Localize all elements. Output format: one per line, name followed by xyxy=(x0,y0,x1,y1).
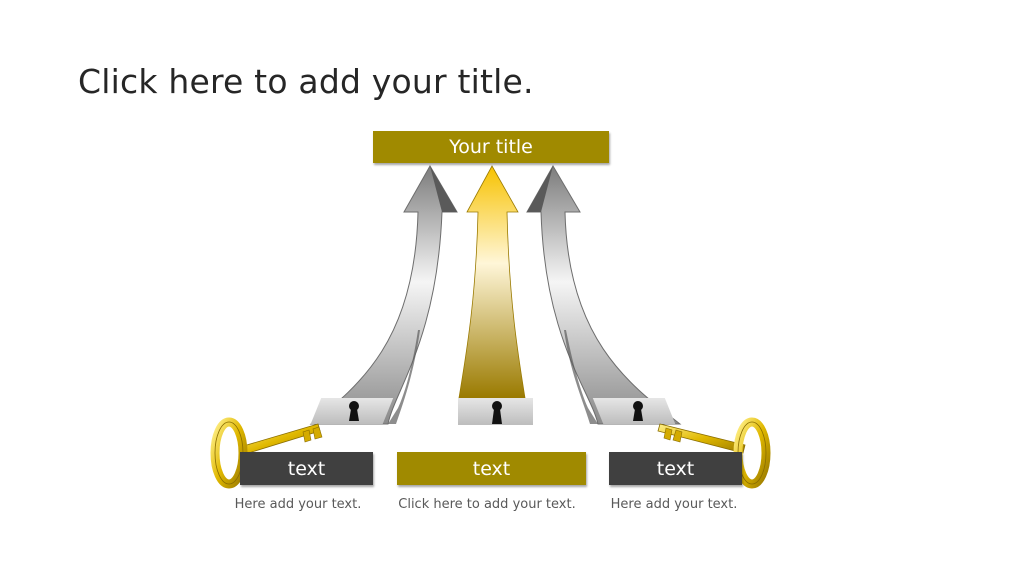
caption-right[interactable]: Here add your text. xyxy=(610,497,738,512)
label-text: text xyxy=(472,457,511,480)
center-arrow xyxy=(458,165,533,425)
caption-center[interactable]: Click here to add your text. xyxy=(398,497,576,512)
keyhole-icon xyxy=(349,401,359,421)
label-text: text xyxy=(656,457,695,480)
label-box-left[interactable]: text xyxy=(240,452,373,485)
header-box[interactable]: Your title xyxy=(373,131,609,163)
slide-title[interactable]: Click here to add your title. xyxy=(78,62,534,101)
caption-left[interactable]: Here add your text. xyxy=(234,497,362,512)
label-text: text xyxy=(287,457,326,480)
right-arrow xyxy=(526,164,682,425)
keyhole-icon xyxy=(492,401,502,424)
header-label: Your title xyxy=(449,136,533,158)
left-arrow xyxy=(309,164,458,425)
label-box-center[interactable]: text xyxy=(397,452,586,485)
label-box-right[interactable]: text xyxy=(609,452,742,485)
keyhole-icon xyxy=(633,401,643,421)
